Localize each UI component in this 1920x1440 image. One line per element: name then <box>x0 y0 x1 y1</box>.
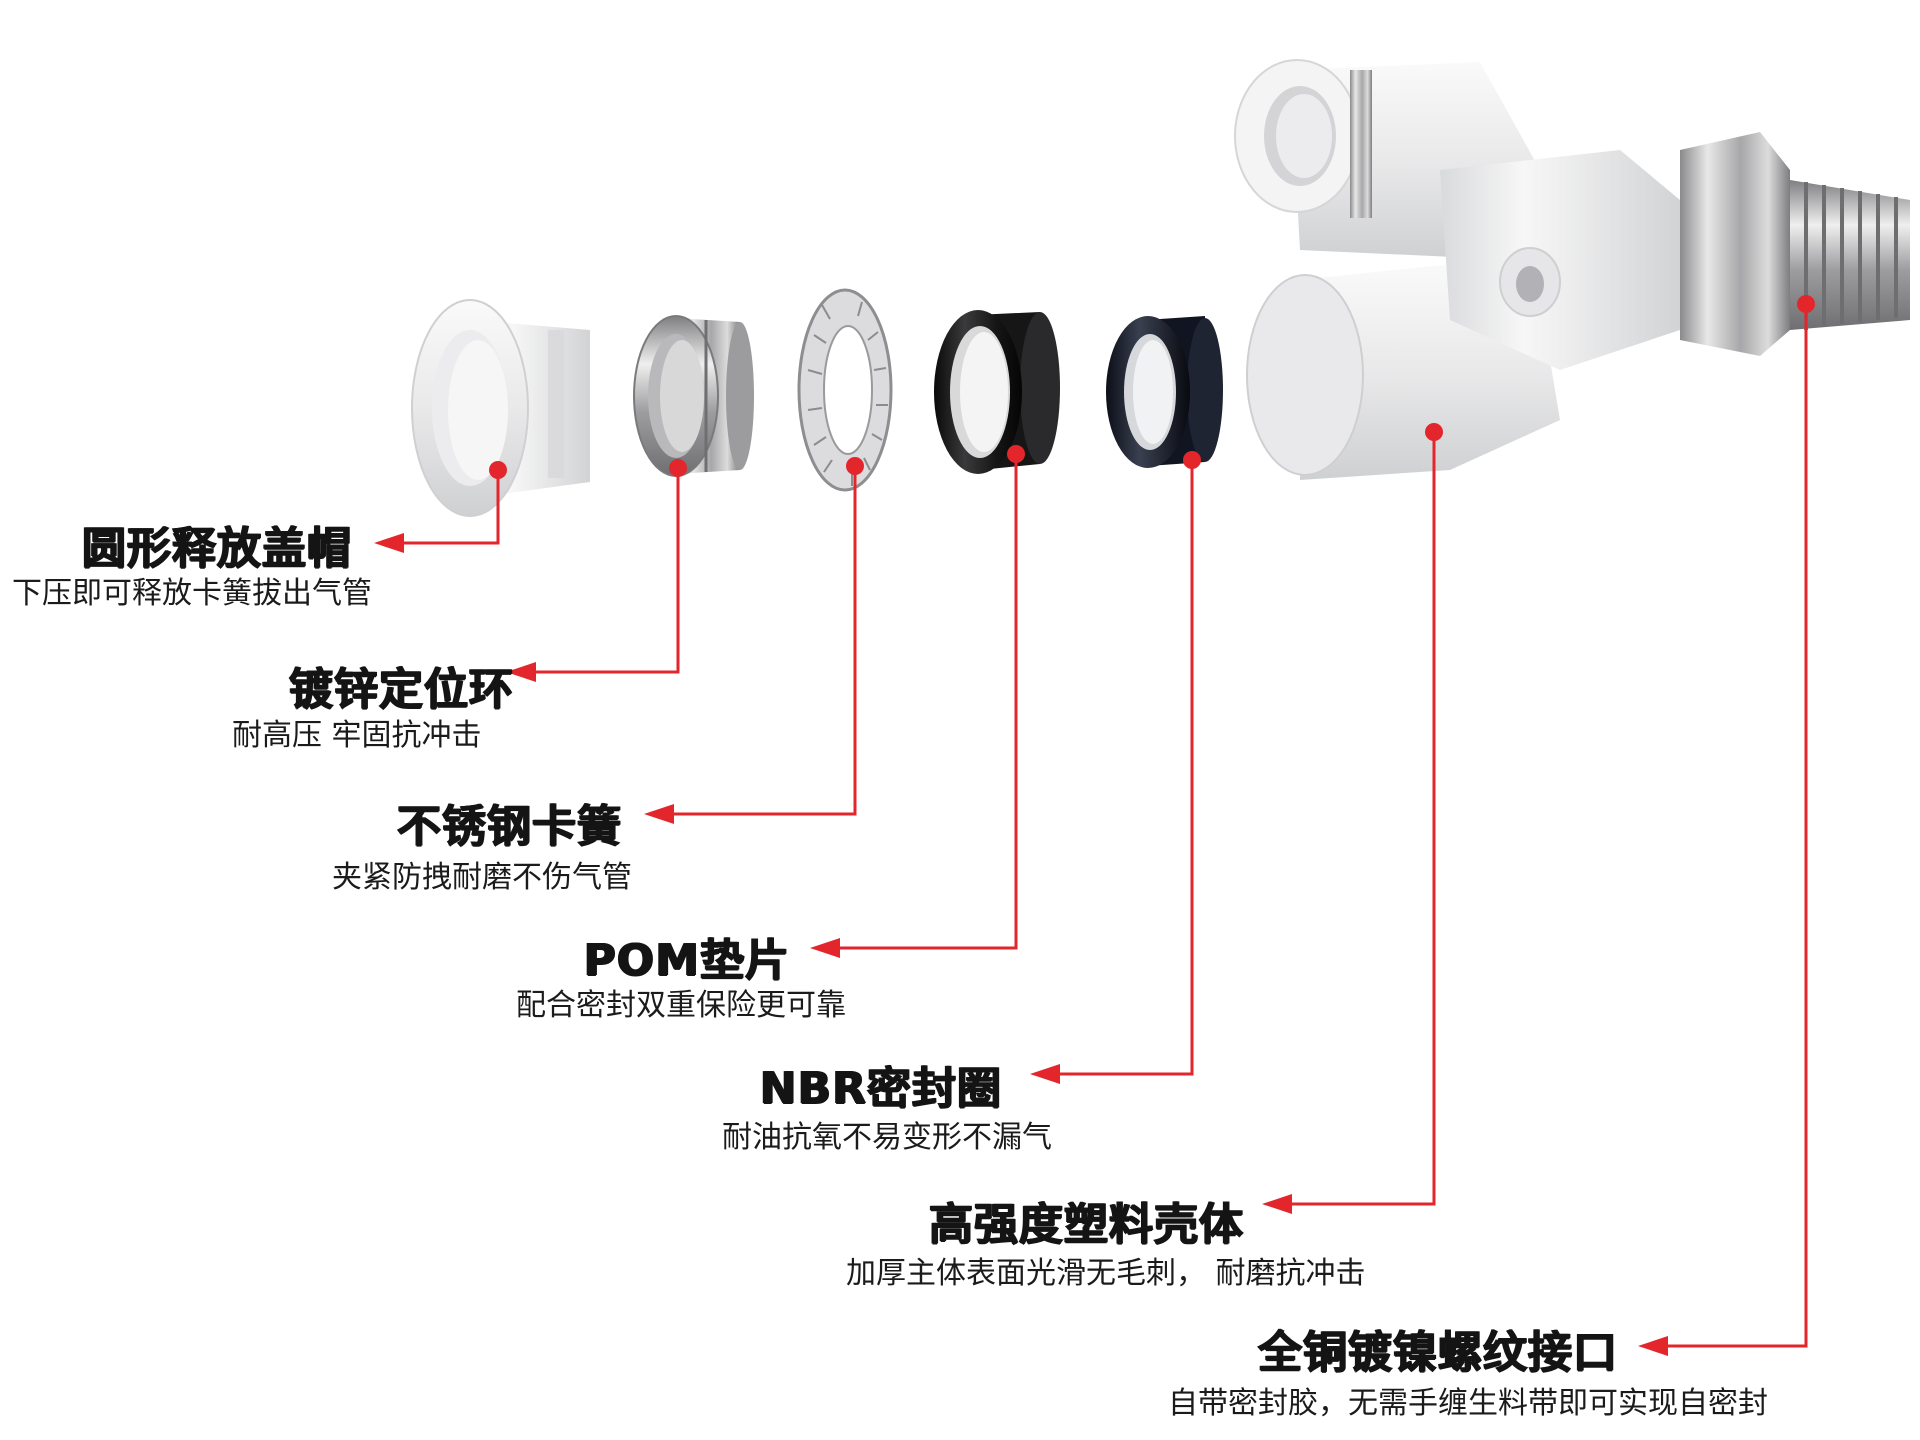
cap-leader-line <box>396 470 500 545</box>
cap-title: 圆形释放盖帽 <box>82 523 352 574</box>
pom-gasket-part <box>934 310 1060 474</box>
nbr-arrow-icon <box>1030 1064 1060 1084</box>
nbr-marker-dot <box>1183 451 1201 469</box>
thread-marker-dot <box>1797 295 1815 313</box>
pom-leader-line <box>832 454 1018 950</box>
thread-arrow-icon <box>1638 1336 1668 1356</box>
ring-arrow-icon <box>506 662 536 682</box>
thread-desc: 自带密封胶，无需手缠生料带即可实现自密封 <box>1168 1386 1768 1421</box>
cap-arrow-icon <box>374 533 404 553</box>
spring-leader-line <box>666 466 857 816</box>
cap-desc: 下压即可释放卡簧拔出气管 <box>12 576 372 611</box>
positioning-ring-part <box>633 315 754 477</box>
body-desc: 加厚主体表面光滑无毛刺， 耐磨抗冲击 <box>846 1256 1366 1291</box>
ring-leader-line <box>528 468 680 674</box>
cap-marker-dot <box>489 461 507 479</box>
spring-arrow-icon <box>644 804 674 824</box>
ring-desc: 耐高压 牢固抗冲击 <box>232 718 482 753</box>
plastic-body-part <box>1234 59 1680 480</box>
thread-leader-line <box>1660 304 1808 1348</box>
spring-desc: 夹紧防拽耐磨不伤气管 <box>332 860 632 895</box>
nbr-desc: 耐油抗氧不易变形不漏气 <box>722 1120 1052 1155</box>
thread-title: 全铜镀镍螺纹接口 <box>1258 1327 1618 1378</box>
spring-marker-dot <box>846 457 864 475</box>
body-marker-dot <box>1425 423 1443 441</box>
release-cap-part <box>411 299 590 517</box>
nbr-leader-line <box>1052 460 1194 1076</box>
ring-title: 镀锌定位环 <box>289 664 514 715</box>
body-arrow-icon <box>1262 1194 1292 1214</box>
nbr-seal-part <box>1106 316 1223 468</box>
pom-title: POM垫片 <box>583 935 790 986</box>
pom-marker-dot <box>1007 445 1025 463</box>
pom-desc: 配合密封双重保险更可靠 <box>516 988 846 1023</box>
body-title: 高强度塑料壳体 <box>929 1199 1244 1250</box>
spring-title: 不锈钢卡簧 <box>397 801 622 852</box>
ring-marker-dot <box>669 459 687 477</box>
body-leader-line <box>1284 432 1436 1206</box>
leader-lines <box>374 295 1815 1356</box>
brass-thread-part <box>1680 132 1910 356</box>
pom-arrow-icon <box>810 938 840 958</box>
stainless-spring-part <box>797 288 893 492</box>
nbr-title: NBR密封圈 <box>759 1063 1002 1114</box>
